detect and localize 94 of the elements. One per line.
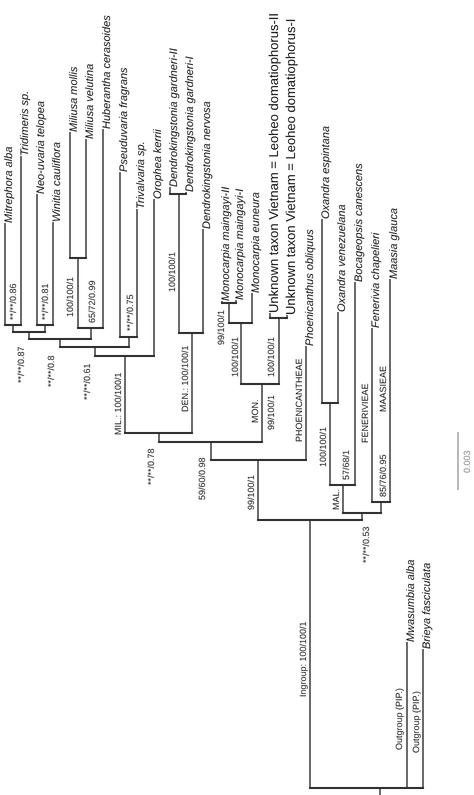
tree-branch <box>228 304 230 322</box>
tree-branch <box>77 258 79 328</box>
tree-branch <box>90 328 92 338</box>
tree-branch <box>354 282 356 484</box>
support-value: 100/100/1 <box>65 276 75 317</box>
clade-name: MAASIEAE <box>378 366 388 412</box>
clade-support-label: MIL.: 100/100/1 <box>113 372 123 435</box>
taxon-label: Phoenicanthus obliquus <box>304 229 317 346</box>
taxon-label: Oxandra venezuelana <box>336 204 349 312</box>
support-value: 85/76/0.95 <box>378 454 388 497</box>
taxon-label: Orophea kerrii <box>152 129 165 199</box>
tree-branch <box>178 194 180 332</box>
taxon-label: Brieya fasciculata <box>421 562 434 649</box>
taxon-label: Neo-uvaria telopea <box>35 101 48 194</box>
clade-support-label: Ingroup: 100/100/1 <box>298 621 308 697</box>
taxon-label: Winitia cauliflora <box>51 142 64 222</box>
tree-branch <box>85 139 87 258</box>
clade-name: MON. <box>250 400 260 423</box>
tree-branch <box>185 192 187 194</box>
taxon-label: Monocarpia maingayi-II <box>220 186 233 301</box>
taxon-label: Oxandra espintana <box>320 126 333 219</box>
tree-branch <box>124 356 126 432</box>
tree-branch <box>380 502 382 512</box>
support-value: 59/60/0.98 <box>197 457 207 500</box>
tree-branch <box>389 279 391 502</box>
scale-label: 0.003 <box>462 450 472 473</box>
support-value: 100/100/1 <box>167 252 177 292</box>
taxon-label: Monocarpia euneura <box>250 192 263 293</box>
taxon-label: Miliusa velutina <box>84 64 97 139</box>
clade-name: MAL. <box>331 488 341 510</box>
tree-branch <box>251 293 253 322</box>
tree-branch <box>342 486 344 512</box>
support-value: **/**/0.78 <box>146 448 156 485</box>
taxon-label: Mwasumbia alba <box>405 559 418 642</box>
taxon-label: Pseuduvaria fragrans <box>118 67 131 172</box>
tree-branch <box>221 301 223 302</box>
tree-branch <box>305 346 307 460</box>
tree-branch <box>329 404 331 484</box>
taxon-label: Maasia glauca <box>388 208 401 279</box>
taxon-label: Unknown taxon Vietnam = Leoheo domatiophorus-II <box>266 12 281 313</box>
support-value: 99/100/1 <box>216 310 226 345</box>
clade-support-label: DEN.: 100/100/1 <box>180 345 190 412</box>
tree-branch <box>371 328 373 502</box>
tree-branch <box>309 520 311 788</box>
tree-branch <box>337 312 339 402</box>
tree-branch <box>406 642 408 788</box>
support-value: 99/100/1 <box>246 474 256 510</box>
taxon-label: Trivalvaria sp. <box>135 141 148 209</box>
support-value: **/**/0.61 <box>82 363 92 400</box>
tree-branch <box>36 194 38 324</box>
support-value: **/**/0.75 <box>125 294 135 331</box>
support-value: **/**/0.53 <box>361 526 371 563</box>
taxon-label: Dendrokingstonia nervosa <box>201 101 214 229</box>
tree-branch <box>422 649 424 788</box>
support-value: 57/68/1 <box>341 450 351 480</box>
taxon-label: Dendrokingstonia gardneri-I <box>184 56 197 192</box>
taxon-label: Huberantha cerasoides <box>101 15 114 129</box>
tree-branch <box>240 324 242 384</box>
taxon-label: Tridimeris sp. <box>19 90 32 156</box>
tree-branch <box>261 384 263 442</box>
support-value: 99/100/1 <box>266 394 276 430</box>
support-value: 100/100/1 <box>266 336 276 377</box>
support-value: **/**/0.87 <box>16 346 26 383</box>
tree-branch <box>119 172 121 336</box>
tree-branch <box>257 460 259 520</box>
taxon-label: Mitrephora alba <box>3 146 16 223</box>
support-value: **/**/0.8 <box>46 355 56 387</box>
taxon-label: Monocarpia maingayi-I <box>234 188 247 300</box>
support-value: 100/100/1 <box>230 336 240 377</box>
clade-name: Outgroup (PIP.) <box>411 691 421 753</box>
clade-name: FENERIVIEAE <box>360 383 370 443</box>
tree-branch <box>278 318 280 384</box>
tree-branch <box>20 156 22 324</box>
taxon-label: Bocageopsis canescens <box>353 163 366 282</box>
support-value: **/**/0.81 <box>40 283 50 320</box>
tree-branch <box>191 334 193 432</box>
taxon-label: Dendrokingstonia gardneri-II <box>168 48 181 187</box>
tree-branch <box>136 209 138 336</box>
tree-branch <box>4 223 6 324</box>
clade-name: PHOENICANTHEAE <box>294 358 304 442</box>
taxon-label: Unknown taxon Vietnam = Leoheo domatiophorus-I <box>283 18 298 315</box>
tree-branch <box>102 129 104 328</box>
taxon-label: Fenerivia chapelieri <box>370 232 383 328</box>
tree-branch <box>202 229 204 332</box>
support-value: 65/72/0.99 <box>87 280 97 323</box>
support-value: 100/100/1 <box>318 426 328 467</box>
tree-branch <box>210 442 212 460</box>
tree-branch <box>69 132 71 258</box>
taxon-label: Miliusa mollis <box>68 66 81 132</box>
tree-branch <box>321 219 323 402</box>
clade-name: Outgroup (PIP.) <box>394 688 404 750</box>
tree-branch <box>52 222 54 324</box>
tree-branch <box>153 199 155 356</box>
support-value: **/**/0.86 <box>8 283 18 320</box>
